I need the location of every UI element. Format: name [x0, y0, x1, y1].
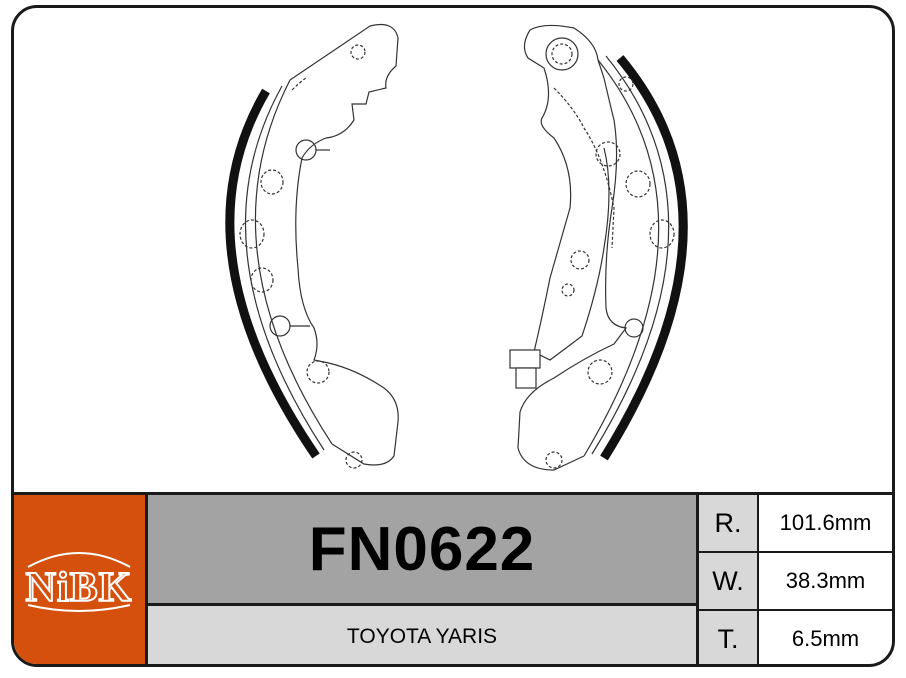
spec-label: W.	[699, 553, 759, 609]
brake-shoe-right-icon	[509, 24, 688, 471]
part-number: FN0622	[308, 514, 536, 584]
spec-value: 101.6mm	[779, 510, 872, 535]
nibk-logo: NiBK	[25, 552, 133, 612]
brake-shoe-left-icon	[225, 23, 399, 469]
spec-row-width: W. 38.3mm	[699, 553, 892, 611]
brake-shoe-drawing	[225, 23, 688, 471]
vehicle-model: TOYOTA YARIS	[346, 624, 498, 648]
spec-table: R. 101.6mm W. 38.3mm T. 6.5mm	[696, 495, 892, 664]
spec-row-radius: R. 101.6mm	[699, 495, 892, 553]
part-number-cell: FN0622	[148, 495, 696, 606]
info-band: NiBK FN0622 TOYOTA YARIS R. 101.6mm W. 3…	[14, 492, 892, 664]
vehicle-cell: TOYOTA YARIS	[148, 606, 696, 664]
spec-label: T.	[699, 611, 759, 664]
svg-text:NiBK: NiBK	[26, 565, 133, 611]
brand-logo-cell: NiBK	[14, 495, 148, 664]
spec-value: 38.3mm	[785, 568, 866, 593]
spec-row-thickness: T. 6.5mm	[699, 611, 892, 664]
spec-label: R.	[699, 495, 759, 551]
spec-value: 6.5mm	[791, 626, 860, 651]
product-card: NiBK FN0622 TOYOTA YARIS R. 101.6mm W. 3…	[11, 5, 895, 667]
